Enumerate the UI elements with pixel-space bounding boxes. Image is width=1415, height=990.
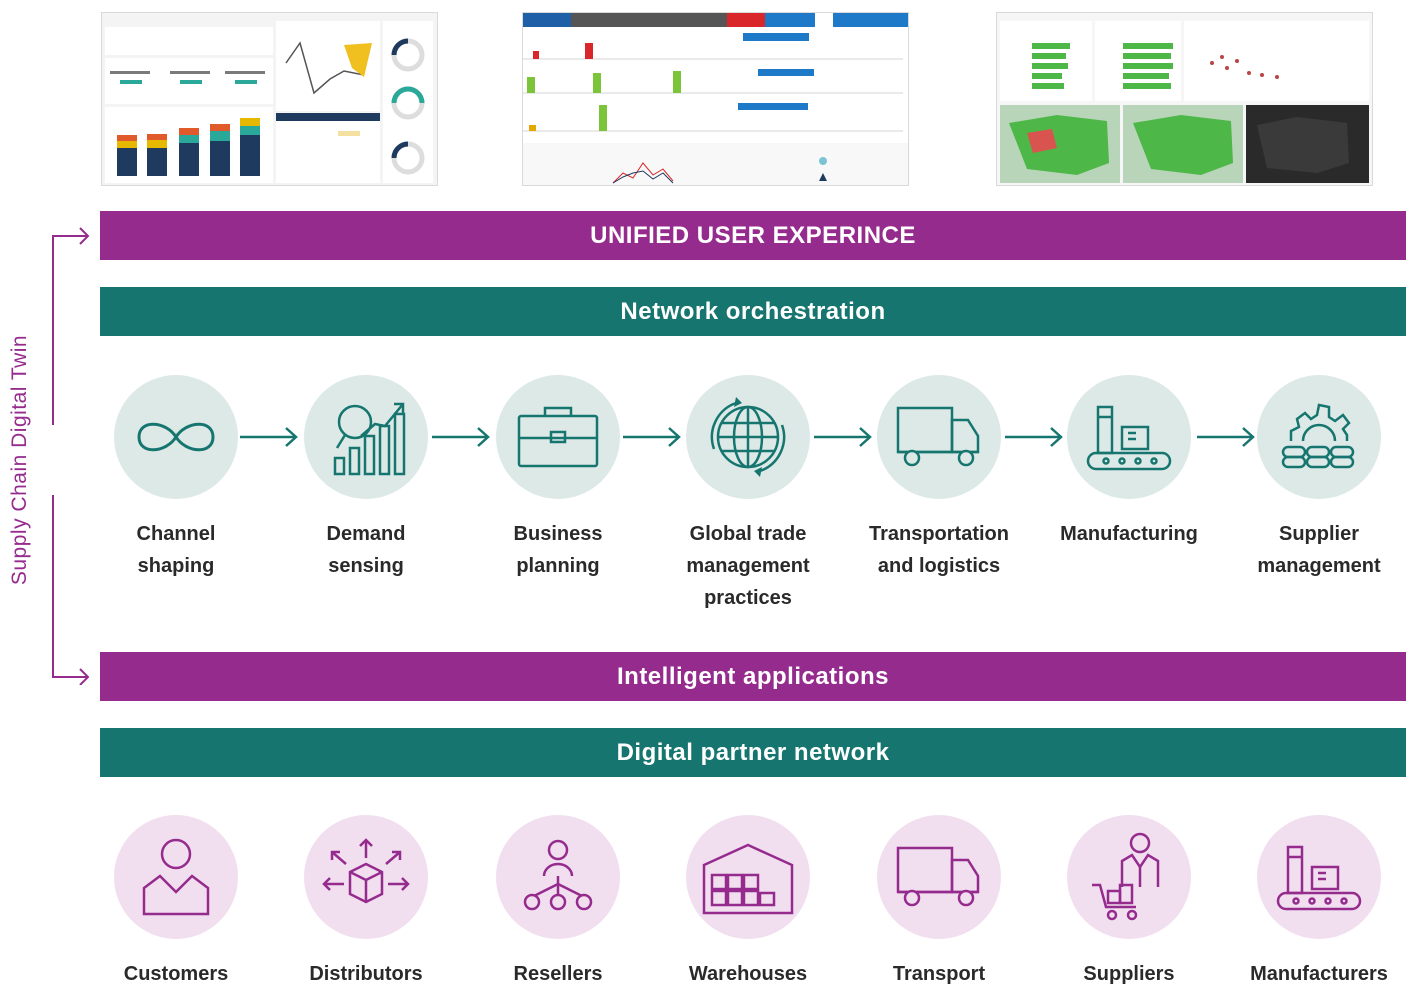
magnifier-growth-chart-icon — [333, 402, 406, 476]
transport-circle — [877, 815, 1001, 939]
distributors-circle — [304, 815, 428, 939]
channel-shaping-circle — [114, 375, 238, 499]
truck-icon — [896, 846, 980, 907]
partner-label-distributors: Distributors — [309, 963, 423, 985]
partner-label-resellers: Resellers — [513, 963, 603, 985]
flow-arrow — [1197, 427, 1255, 447]
global-trade-circle — [686, 375, 810, 499]
supplier-management-circle — [1257, 375, 1381, 499]
demand-sensing-circle — [304, 375, 428, 499]
network-hierarchy-icon — [523, 839, 593, 911]
warehouses-circle — [686, 815, 810, 939]
map-analytics-dashboard-screenshot — [996, 12, 1373, 186]
globe-icon — [710, 397, 786, 477]
unified-user-experience-bar: UNIFIED USER EXPERINCE — [100, 211, 1406, 260]
flow-arrow — [432, 427, 490, 447]
network-orchestration-bar: Network orchestration — [100, 287, 1406, 336]
flow-arrow — [1005, 427, 1063, 447]
manufacturers-circle — [1257, 815, 1381, 939]
customers-circle — [114, 815, 238, 939]
flow-arrow — [814, 427, 872, 447]
partner-label-suppliers: Suppliers — [1083, 963, 1175, 985]
infinity-icon — [137, 422, 215, 452]
flow-arrow — [240, 427, 298, 447]
digital-partner-network-bar: Digital partner network — [100, 728, 1406, 777]
warehouse-status-dashboard-screenshot — [522, 12, 909, 186]
factory-conveyor-icon — [1086, 405, 1172, 471]
box-distribution-icon — [322, 838, 410, 904]
person-icon — [142, 838, 210, 916]
business-planning-circle — [496, 375, 620, 499]
supplier-cart-icon — [1092, 832, 1160, 921]
intelligent-applications-bar: Intelligent applications — [100, 652, 1406, 701]
resellers-circle — [496, 815, 620, 939]
partner-label-manufacturers: Manufacturers — [1250, 963, 1388, 985]
kpi-dashboard-screenshot — [101, 12, 438, 186]
truck-icon — [896, 406, 980, 467]
partner-label-customers: Customers — [123, 963, 229, 985]
briefcase-icon — [517, 406, 599, 468]
partner-label-warehouses: Warehouses — [688, 963, 808, 985]
process-label-manufacturing: Manufacturing — [1060, 523, 1198, 545]
manufacturing-circle — [1067, 375, 1191, 499]
suppliers-circle — [1067, 815, 1191, 939]
side-bracket-arrows — [52, 227, 90, 685]
flow-arrow — [623, 427, 681, 447]
transportation-logistics-circle — [877, 375, 1001, 499]
factory-conveyor-icon — [1276, 845, 1362, 911]
supply-chain-digital-twin-label: Supply Chain Digital Twin — [8, 334, 31, 586]
partner-label-transport: Transport — [892, 963, 986, 985]
warehouse-icon — [702, 843, 794, 915]
gear-chain-icon — [1281, 403, 1355, 469]
